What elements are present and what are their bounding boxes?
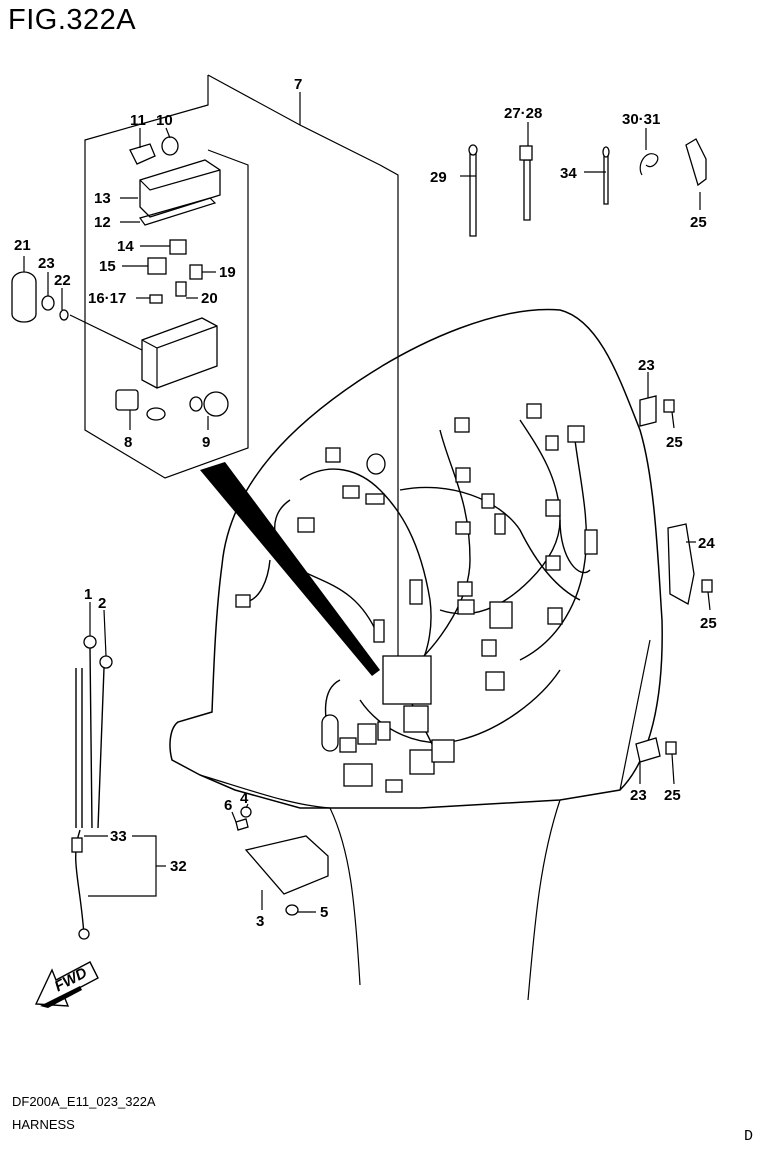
plate-part-23-upper xyxy=(639,395,657,427)
callout-9: 9 xyxy=(202,434,210,451)
callout-29: 29 xyxy=(430,169,447,186)
callout-26: 25 xyxy=(690,214,707,231)
bracket-assembly-3 xyxy=(235,806,329,916)
fwd-direction-arrow: FWD xyxy=(34,961,99,1008)
fuse-part-16-17 xyxy=(149,294,163,304)
washer-part-4 xyxy=(240,806,252,818)
fuse-box-body xyxy=(141,317,218,389)
cable-end-part-32 xyxy=(78,928,90,940)
callout-10: 10 xyxy=(156,112,173,129)
callout-25-upper: 25 xyxy=(666,434,683,451)
relay-part-14 xyxy=(169,239,187,255)
tie-part-34 xyxy=(603,149,609,205)
callout-25-lower-label: 25 xyxy=(664,787,681,804)
callout-8: 8 xyxy=(124,434,132,451)
battery-cables xyxy=(71,635,113,940)
fuse-box-parts xyxy=(115,136,229,421)
tie-part-29 xyxy=(469,147,477,237)
figure-title: FIG.322A xyxy=(8,4,137,36)
bolt-part-6 xyxy=(235,818,249,831)
grommet-part-10 xyxy=(161,136,179,156)
callout-5: 5 xyxy=(320,904,328,921)
callout-16-17: 16·17 xyxy=(88,290,126,307)
bolt-part-25-upper xyxy=(663,399,675,413)
ties-and-clamps xyxy=(468,138,707,237)
tie-part-27-28 xyxy=(523,159,531,221)
parts-20-21-22 xyxy=(11,271,69,323)
bolt-part-25-lower xyxy=(665,741,677,755)
fuse-box-exploded-view xyxy=(84,74,399,700)
wire-harness xyxy=(235,403,598,793)
callout-25-middle: 25 xyxy=(700,615,717,632)
cap-part-8 xyxy=(115,389,139,411)
bracket-part-3 xyxy=(244,835,329,895)
fuse-part-18 xyxy=(189,264,203,280)
callout-4: 4 xyxy=(240,790,249,807)
callout-6: 6 xyxy=(224,797,232,814)
callout-32: 32 xyxy=(170,858,187,875)
bolt-part-25-middle xyxy=(701,579,713,593)
grommet-part-9 xyxy=(203,391,229,417)
cover-part-13 xyxy=(139,159,221,218)
clip-part-11 xyxy=(129,143,156,165)
leader-lines xyxy=(23,92,711,913)
callout-3: 3 xyxy=(256,913,264,930)
callout-27-28: 27·28 xyxy=(504,105,542,122)
cable-terminal-part-1 xyxy=(83,635,97,649)
cable-terminal-part-2 xyxy=(99,655,113,669)
nut-part-5 xyxy=(285,904,299,916)
callout-23-upper-label: 23 xyxy=(638,357,655,374)
washer-part-21 xyxy=(59,309,69,321)
callout-1: 1 xyxy=(84,586,92,603)
clamp-part-26 xyxy=(685,138,707,187)
callout-18: 19 xyxy=(219,264,236,281)
fuse-part-19 xyxy=(175,281,187,297)
relay-part-15 xyxy=(147,257,167,275)
callout-22: 23 xyxy=(38,255,55,272)
callout-7: 7 xyxy=(294,76,302,93)
callout-20: 21 xyxy=(14,237,31,254)
nut-part-22 xyxy=(41,295,55,311)
brackets xyxy=(635,395,713,763)
callout-14: 14 xyxy=(117,238,134,255)
clip-part-30-31 xyxy=(639,153,659,176)
callout-30-31: 30·31 xyxy=(622,111,660,128)
plate-part-23-lower xyxy=(635,737,661,763)
callout-34: 34 xyxy=(560,165,577,182)
callout-11: 11 xyxy=(130,112,146,129)
engine-cover xyxy=(169,308,663,1001)
callout-19: 20 xyxy=(201,290,218,307)
figure-code: DF200A_E11_023_322A xyxy=(12,1094,156,1109)
bracket-part-24 xyxy=(667,523,695,606)
callout-21: 22 xyxy=(54,272,71,289)
callout-12: 12 xyxy=(94,214,111,231)
cable-connector-part-33 xyxy=(71,837,83,853)
callout-24: 24 xyxy=(698,535,715,552)
callout-15: 15 xyxy=(99,258,116,275)
callout-23-lower-label: 23 xyxy=(630,787,647,804)
boot-part-20 xyxy=(11,271,37,323)
callout-13: 13 xyxy=(94,190,111,207)
callout-33: 33 xyxy=(110,828,127,845)
corner-letter: D xyxy=(744,1128,754,1145)
callout-2: 2 xyxy=(98,595,106,612)
callouts: 7 11 10 13 12 14 15 19 16·17 20 8 9 21 2… xyxy=(14,76,717,930)
figure-name: HARNESS xyxy=(12,1117,75,1132)
